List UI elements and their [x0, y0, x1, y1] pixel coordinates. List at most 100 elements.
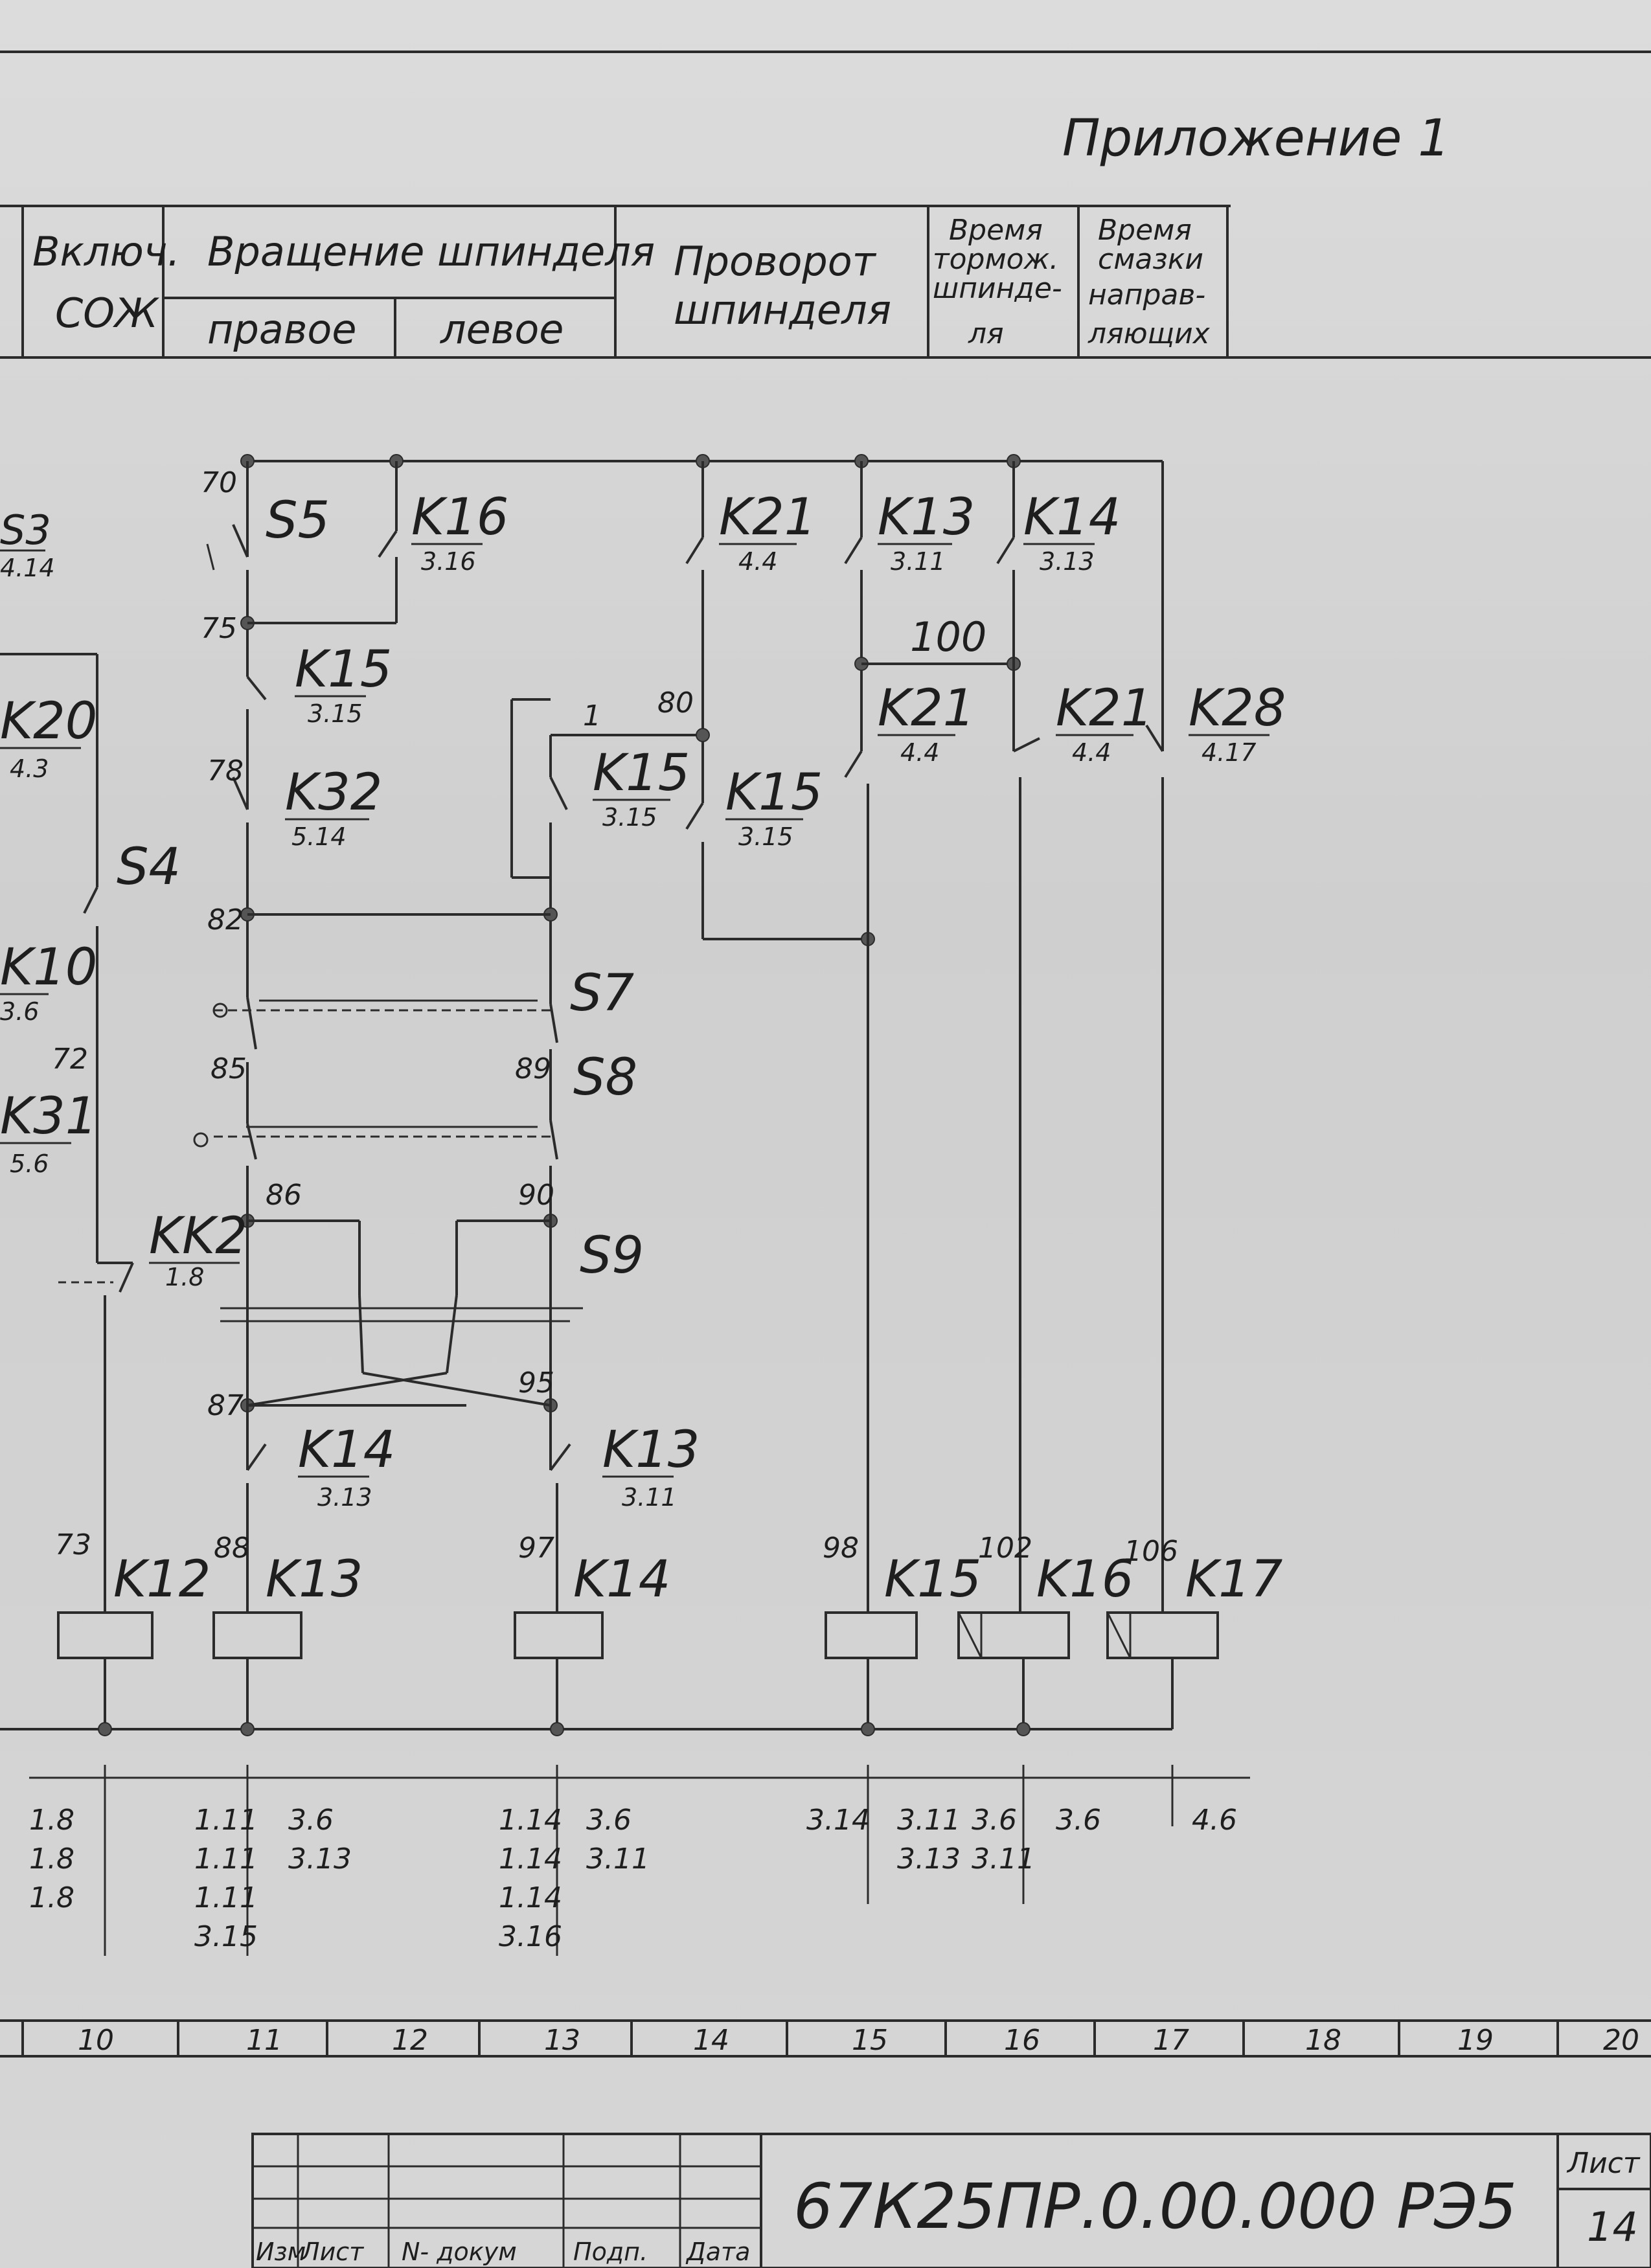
branch-col15: [844, 461, 1021, 1729]
appendix-title: Приложение 1: [1062, 109, 1450, 168]
comp-k28: K28: [1189, 679, 1286, 738]
comp-k15b-ref: 3.15: [602, 803, 657, 832]
comp-k13-ref: 3.11: [891, 547, 946, 576]
comp-k14b: K14: [298, 1421, 395, 1479]
col-num-18: 18: [1305, 2024, 1341, 2057]
header-lube-line4: ляющих: [1087, 317, 1211, 350]
col-num-12: 12: [392, 2024, 428, 2057]
node-97: 97: [518, 1532, 554, 1565]
header-spindle-rotation: Вращение шпинделя: [207, 228, 655, 275]
col-num-10: 10: [78, 2024, 114, 2057]
comp-s7: S7: [570, 964, 634, 1023]
coil-k15-label: K15: [884, 1550, 981, 1609]
node-78: 78: [207, 754, 244, 788]
comp-k31: K31: [0, 1087, 97, 1146]
comp-k15c: K15: [725, 764, 823, 822]
comp-k21a: K21: [719, 488, 816, 547]
ref-k17-nc-1: 4.6: [1192, 1804, 1237, 1837]
ref-k13-no-2: 1.11: [194, 1843, 258, 1876]
coil-k12-label: K12: [113, 1550, 211, 1609]
branch-col16: [996, 461, 1040, 1729]
tb-label-date: Дата: [685, 2238, 750, 2266]
comp-k21b: K21: [878, 679, 975, 738]
node-72: 72: [52, 1043, 88, 1076]
comp-k28-ref: 4.17: [1201, 738, 1257, 767]
ref-k14-no-1: 1.14: [499, 1804, 562, 1837]
header-right: правое: [207, 306, 357, 353]
coil-k14: [514, 1611, 604, 1659]
node-90: 90: [518, 1179, 554, 1212]
col-num-11: 11: [246, 2024, 282, 2057]
header-brake-line2: тормож.: [933, 243, 1058, 276]
node-88: 88: [214, 1532, 250, 1565]
node-85: 85: [211, 1052, 247, 1085]
ref-k14-no-3: 1.14: [499, 1881, 562, 1914]
coil-k16-label: K16: [1036, 1550, 1133, 1609]
header-lube-line2: смазки: [1098, 243, 1203, 276]
ref-k16-nc-1: 3.6: [1056, 1804, 1101, 1837]
branch-col17: [1145, 724, 1174, 1729]
header-coolant-line2: СОЖ: [55, 289, 159, 337]
ref-k13-no-3: 1.11: [194, 1881, 258, 1914]
comp-k15c-ref: 3.15: [738, 822, 793, 851]
header-coolant-line1: Включ.: [32, 228, 180, 275]
node-89: 89: [515, 1052, 551, 1085]
contact-symbol-row: [29, 1765, 1250, 1956]
comp-k21a-ref: 4.4: [738, 547, 777, 576]
node-95: 95: [518, 1366, 554, 1400]
header-brake-line3: шпинде-: [933, 272, 1062, 305]
header-left: левое: [440, 306, 564, 353]
comp-k15b: K15: [593, 744, 690, 802]
header-lube-line3: направ-: [1088, 278, 1205, 312]
comp-k14b-ref: 3.13: [317, 1483, 372, 1512]
branch-col14: [685, 461, 875, 946]
comp-k13: K13: [878, 488, 975, 547]
coil-k13-label: K13: [266, 1550, 363, 1609]
tb-label-docnum: N- докум: [402, 2238, 517, 2266]
col-num-16: 16: [1004, 2024, 1040, 2057]
ref-k14-no-4: 3.16: [499, 1920, 562, 1953]
ref-k16-no-2: 3.11: [972, 1843, 1035, 1876]
coil-k13: [212, 1611, 302, 1659]
comp-kk2: KK2: [149, 1207, 247, 1265]
comp-s5: S5: [266, 492, 330, 550]
doc-code: 67К25ПР.0.00.000 РЭ5: [793, 2170, 1517, 2243]
coil-k12: [57, 1611, 154, 1659]
comp-s3-label: S3: [0, 506, 51, 554]
comp-k15a: K15: [295, 641, 392, 699]
node-75: 75: [201, 612, 237, 645]
ref-k13-no-1: 1.11: [194, 1804, 258, 1837]
bottom-bus: [0, 1722, 1172, 1736]
coil-k17: [1106, 1611, 1219, 1659]
ref-k16-no-1: 3.6: [972, 1804, 1017, 1837]
col-num-17: 17: [1153, 2024, 1189, 2057]
comp-k21c-ref: 4.4: [1072, 738, 1111, 767]
header-lube-line1: Время: [1098, 214, 1192, 247]
comp-k15a-ref: 3.15: [308, 699, 363, 728]
coil-k17-label: K17: [1185, 1550, 1282, 1609]
node-102: 102: [978, 1532, 1032, 1565]
ref-k13-no-4: 3.15: [194, 1920, 258, 1953]
node-87: 87: [207, 1389, 244, 1422]
header-brake-line4: ля: [968, 317, 1004, 350]
ref-k15-nc-1: 3.11: [897, 1804, 961, 1837]
header-table: Включ. СОЖ Вращение шпинделя правое лево…: [0, 205, 1651, 359]
node-100: 100: [910, 613, 986, 661]
node-80: 80: [657, 686, 694, 720]
ref-k13-nc-2: 3.13: [288, 1843, 352, 1876]
column-strip: [0, 2019, 1651, 2058]
ref-k15-nc-2: 3.13: [897, 1843, 961, 1876]
col-num-13: 13: [544, 2024, 580, 2057]
comp-k20-ref: 4.3: [10, 754, 49, 783]
header-brake-line1: Время: [949, 214, 1043, 247]
ref-k14-nc-2: 3.11: [586, 1843, 650, 1876]
ref-k12-no-2: 1.8: [29, 1843, 74, 1876]
comp-k32-ref: 5.14: [291, 822, 347, 851]
branch-col13: [246, 698, 703, 1729]
comp-k16-ref: 3.16: [421, 547, 476, 576]
col-num-19: 19: [1457, 2024, 1494, 2057]
header-jog-line1: Проворот: [674, 238, 877, 285]
comp-k21b-ref: 4.4: [900, 738, 939, 767]
